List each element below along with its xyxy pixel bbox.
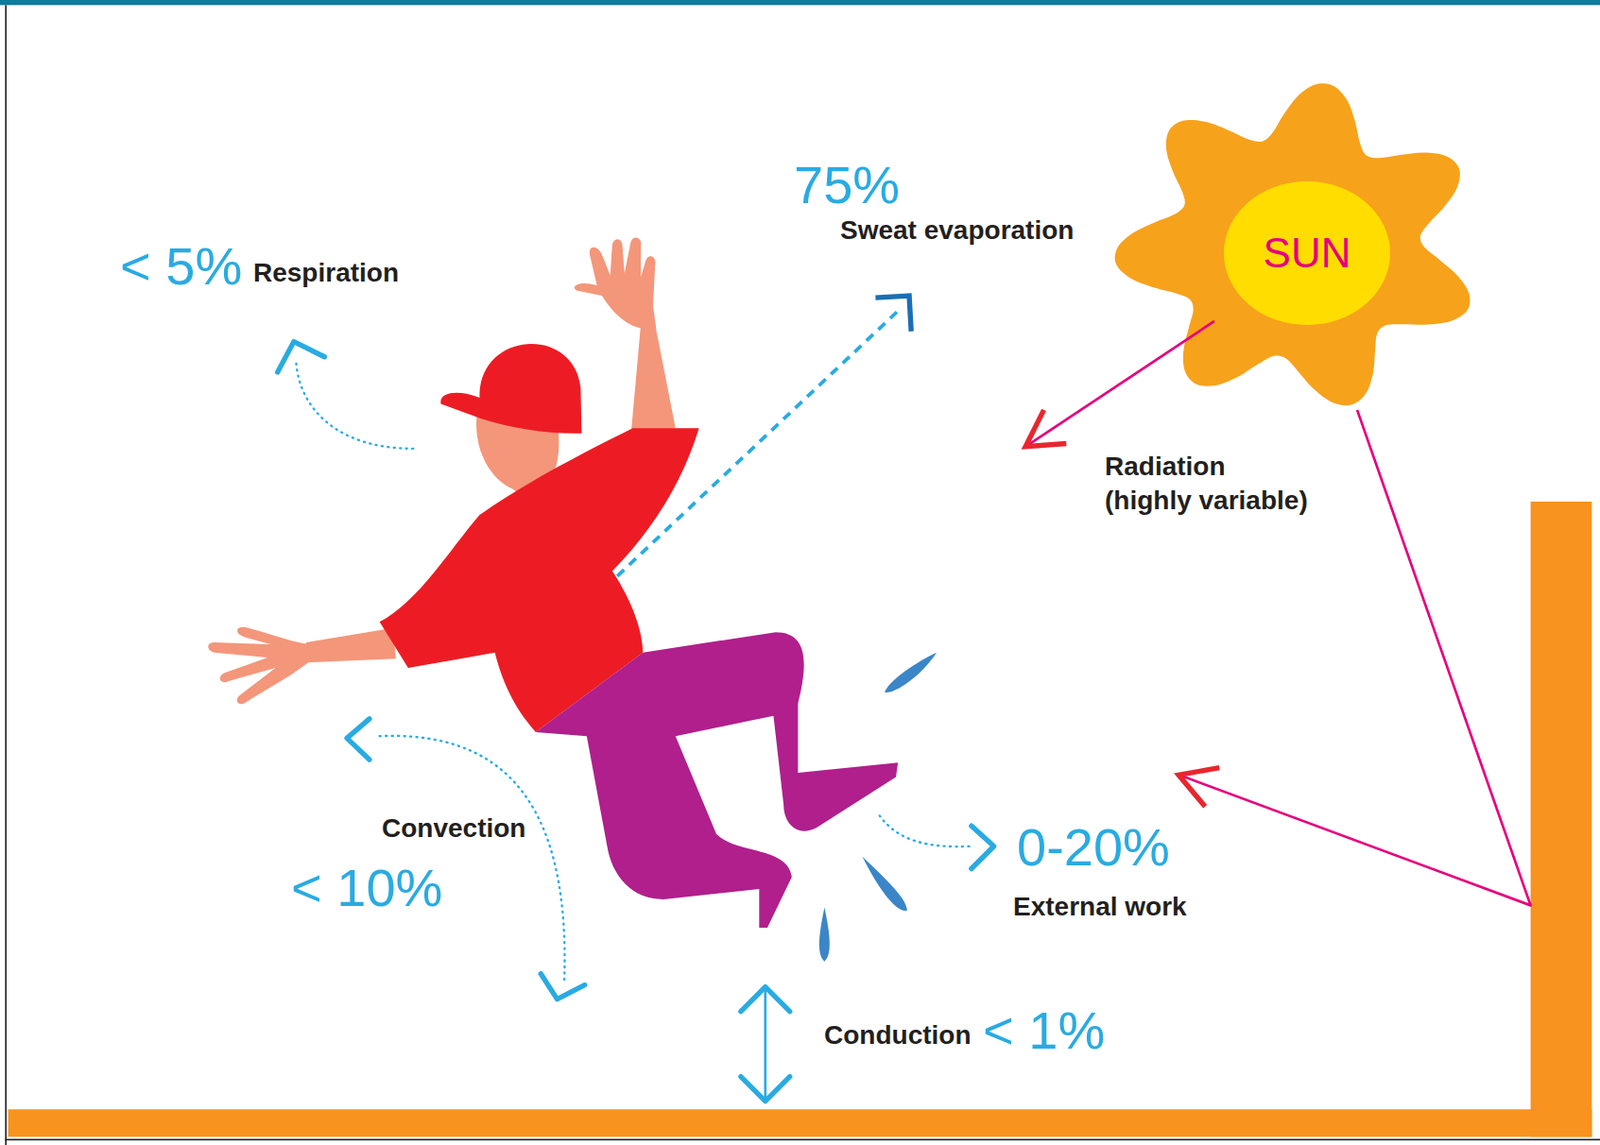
- trousers: [535, 632, 898, 929]
- percentage: < 10%: [291, 861, 443, 915]
- mechanism-label: Respiration: [253, 256, 399, 291]
- top-rule: [0, 0, 1600, 5]
- percentage: 75%: [793, 158, 900, 212]
- radiation-arrows: [1025, 321, 1531, 906]
- hand: [574, 238, 656, 329]
- hand: [207, 627, 309, 706]
- sun-core: [1223, 181, 1391, 326]
- mechanism-label: Sweat evaporation: [840, 213, 1074, 248]
- arrow-head: [1178, 768, 1220, 808]
- percentage: 0-20%: [1016, 821, 1170, 875]
- dashed-arrow: [617, 310, 898, 577]
- cap: [440, 344, 582, 434]
- left-rule: [4, 4, 7, 1145]
- arrow-head: [971, 825, 995, 869]
- sweat-drop: [861, 857, 908, 912]
- sweat-drop: [819, 908, 830, 963]
- arrow-head: [1025, 410, 1067, 448]
- percentage: < 5%: [120, 240, 242, 293]
- mechanism-label: Radiation (highly variable): [1104, 449, 1315, 519]
- radiation-line: [1028, 321, 1215, 446]
- mechanism-label: External work: [1013, 890, 1188, 925]
- bottom-rule: [4, 1139, 1600, 1142]
- arrow-head: [346, 719, 370, 760]
- dotted-arrow: [379, 736, 566, 981]
- sweat-drop: [884, 653, 937, 693]
- mechanism-label: Convection: [381, 811, 526, 846]
- arm: [630, 324, 676, 439]
- radiation-line: [1181, 410, 1531, 907]
- sun-rays: [1115, 83, 1471, 406]
- node-label: SUN: [1263, 232, 1352, 275]
- heat-arrows: [277, 295, 995, 1102]
- ground: [8, 1109, 1593, 1137]
- percentage: < 1%: [982, 1004, 1105, 1058]
- arrow-head: [740, 987, 791, 1013]
- arrow-head: [740, 1077, 791, 1102]
- double-arrow: [763, 991, 767, 1098]
- mechanism-label: Conduction: [824, 1018, 972, 1053]
- wall: [1531, 501, 1593, 1137]
- arrow-head: [540, 974, 585, 1000]
- sun-disc: SUN: [1223, 181, 1391, 326]
- arrow-head: [277, 342, 326, 373]
- arm: [302, 628, 396, 664]
- dotted-arrow: [295, 359, 413, 449]
- person: [207, 238, 937, 963]
- dotted-arrow: [879, 815, 972, 847]
- arrow-head: [875, 295, 912, 332]
